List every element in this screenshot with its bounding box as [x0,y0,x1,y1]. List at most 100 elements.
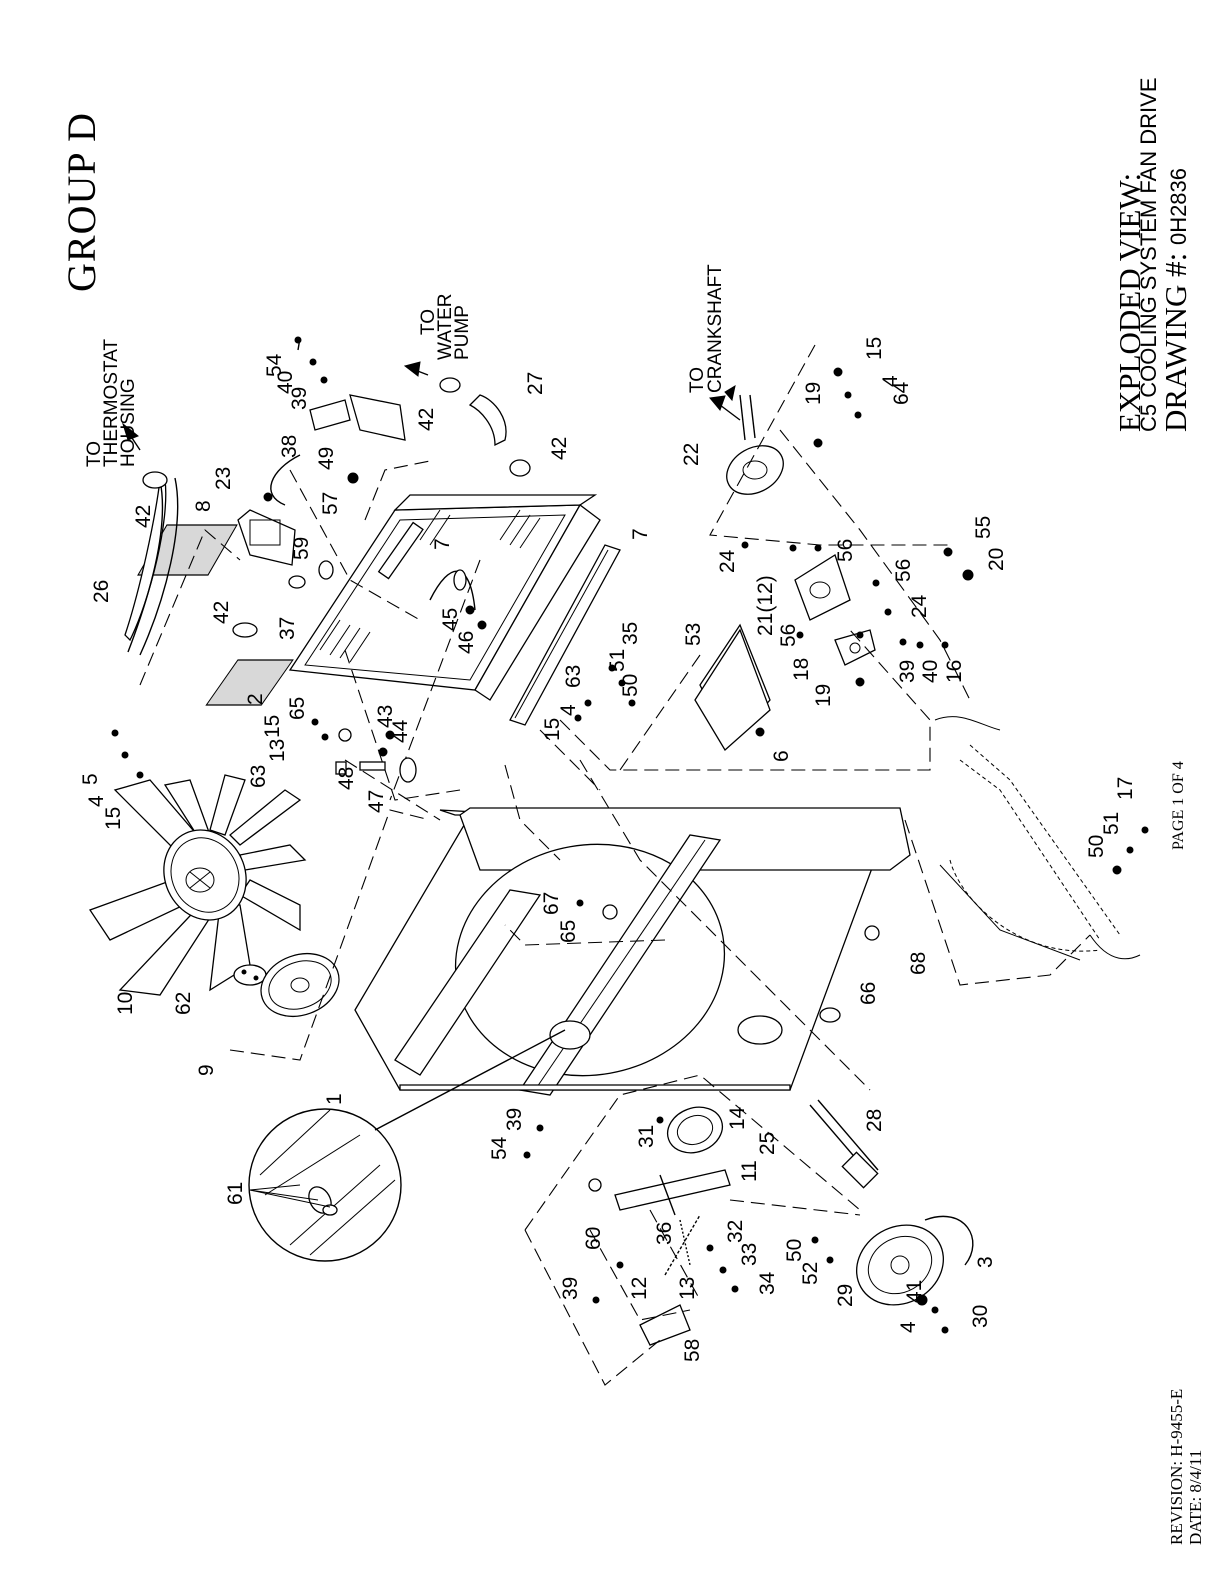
callout-3: 3 [974,1256,997,1268]
callout-39-bracket: 39 [896,660,919,683]
direction-arrows [122,361,741,451]
radiator [137,494,601,706]
callout-56-lower: 56 [777,624,800,647]
callout-66: 66 [857,982,880,1005]
thermostat-direction-line2: THERMOSTAT [101,339,122,467]
fasteners [111,336,1149,1334]
callout-47: 47 [365,790,388,813]
callout-25: 25 [756,1132,779,1155]
callout-18: 18 [790,658,813,681]
callout-15-channel: 15 [541,718,564,741]
callout-53: 53 [682,623,705,646]
callout-50-channel: 50 [619,674,642,697]
callout-9: 9 [195,1064,218,1076]
callout-21: 21(12) [754,575,777,636]
callout-63-channel: 63 [562,665,585,688]
water-pump-direction-line3: PUMP [452,305,473,360]
shroud-frame [354,807,911,1096]
callout-40-upper: 40 [274,371,297,394]
callout-7-upper: 7 [431,538,454,550]
water-pump-direction-line2: WATER [435,294,456,361]
callout-27: 27 [524,372,547,395]
callout-51-channel: 51 [606,649,629,672]
callout-54-frame: 54 [488,1136,511,1160]
callout-6: 6 [770,750,793,762]
callout-55: 55 [972,516,995,539]
callout-4-fan: 4 [85,795,108,807]
callout-4-crank: 4 [879,375,902,387]
callout-46: 46 [455,631,478,654]
overflow-bottle [237,509,296,566]
callout-36: 36 [653,1222,676,1245]
callout-11: 11 [738,1160,761,1182]
callout-28: 28 [863,1109,886,1132]
callout-13-lower: 13 [676,1277,699,1300]
callout-39-lower: 39 [559,1277,582,1300]
callout-56-mid: 56 [892,559,915,582]
callout-32: 32 [724,1220,747,1243]
callout-64: 64 [890,381,913,405]
callout-24-lower: 24 [908,594,931,618]
callout-35: 35 [619,622,642,645]
callout-31: 31 [635,1125,658,1148]
callout-50-pulley: 50 [783,1239,806,1262]
callout-62: 62 [172,992,195,1015]
callout-54-upper: 54 [263,353,286,377]
callout-4-channel: 4 [557,704,580,716]
thermostat-direction-line3: HOUSING [118,378,139,467]
callout-23: 23 [212,467,235,490]
callout-57: 57 [319,492,342,515]
callout-7-lower: 7 [629,528,652,540]
callout-5: 5 [79,773,102,785]
callout-16: 16 [943,660,966,683]
callout-48: 48 [335,767,358,790]
callout-59: 59 [290,537,313,560]
callout-61: 61 [224,1182,247,1205]
callout-22: 22 [680,443,703,466]
callout-39-frame: 39 [503,1108,526,1131]
callout-20: 20 [985,548,1008,571]
thermostat-direction-line1: TO [84,441,105,467]
callout-15-radiator: 15 [261,715,284,738]
callout-67: 67 [540,892,563,915]
water-pump-direction-line1: TO [418,309,439,335]
callout-19-bracket: 19 [812,684,835,707]
callout-26: 26 [90,580,113,603]
callout-63-upper: 63 [247,765,270,788]
callout-42-hose: 42 [210,601,233,624]
side-channel [509,544,621,726]
callout-41: 41 [903,1280,926,1303]
callout-15-crank: 15 [863,337,886,360]
callout-34: 34 [756,1271,779,1295]
callout-17: 17 [1114,777,1137,800]
callout-13-upper: 13 [266,739,289,762]
callout-56-upper: 56 [834,539,857,562]
bottle-bracket [309,394,406,441]
fan-assembly [89,774,307,996]
detail-leaders [249,1184,331,1208]
fan-drive-plate [260,953,340,1017]
callout-24-upper: 24 [716,549,739,573]
callout-42-thermostat: 42 [132,505,155,528]
callout-52: 52 [799,1262,822,1285]
callout-33: 33 [738,1243,761,1266]
callout-60: 60 [582,1227,605,1250]
callout-10: 10 [114,992,137,1015]
callout-65-radiator: 65 [286,697,309,720]
callout-39-upper: 39 [288,387,311,410]
callout-42-pump: 42 [415,408,438,431]
callout-50-chassis: 50 [1085,835,1108,858]
callout-29: 29 [834,1284,857,1307]
callout-2: 2 [244,693,267,705]
callout-68: 68 [907,952,930,975]
callout-44: 44 [389,719,412,743]
callout-42-lower: 42 [548,437,571,460]
small-hardware [338,728,880,1192]
callout-12: 12 [628,1277,651,1300]
callout-65-frame: 65 [557,920,580,943]
callout-51-chassis: 51 [1100,812,1123,835]
callout-15-fan: 15 [102,807,125,830]
callout-49: 49 [315,447,338,470]
